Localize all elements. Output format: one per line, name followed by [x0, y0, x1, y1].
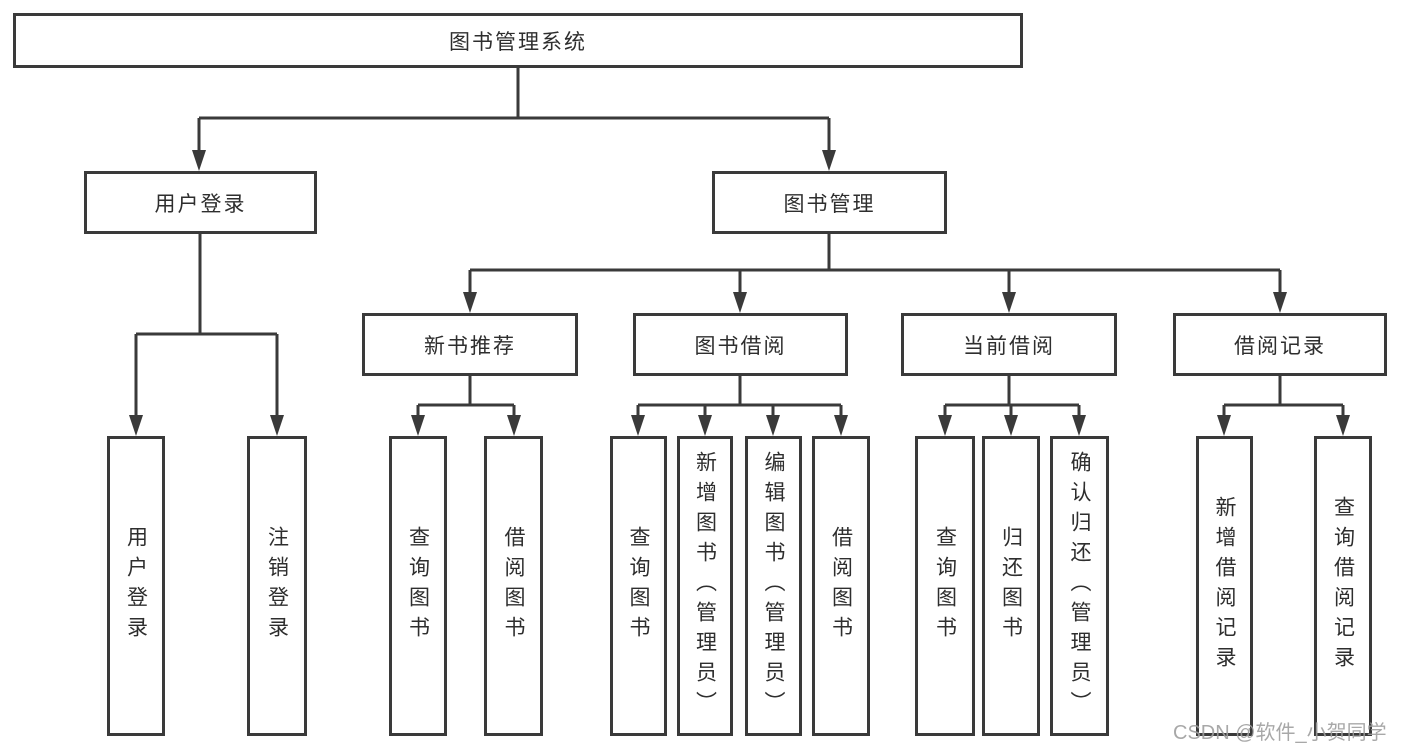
- arrowhead-icon: [192, 150, 206, 171]
- node-root: 图书管理系统: [13, 13, 1023, 68]
- arrowhead-icon: [1273, 292, 1287, 313]
- node-book-borrow: 图书借阅: [633, 313, 848, 376]
- node-borrow-record: 借阅记录: [1173, 313, 1387, 376]
- leaf-borrow-borrow-books-label: 借阅图书: [829, 526, 853, 646]
- arrowhead-icon: [507, 415, 521, 436]
- leaf-borrow-add-books-admin-label: 新增图书（管理员）: [693, 451, 717, 721]
- csdn-watermark: CSDN @软件_小贺同学: [1173, 722, 1387, 744]
- arrowhead-icon: [1217, 415, 1231, 436]
- arrowhead-icon: [938, 415, 952, 436]
- leaf-logout-label: 注销登录: [265, 526, 289, 646]
- leaf-newbook-borrow-books-label: 借阅图书: [502, 526, 525, 646]
- node-new-book-recommend-label: 新书推荐: [424, 334, 516, 358]
- node-new-book-recommend: 新书推荐: [362, 313, 578, 376]
- leaf-borrow-borrow-books: 借阅图书: [812, 436, 870, 736]
- leaf-current-query-books: 查询图书: [915, 436, 975, 736]
- leaf-user-login: 用户登录: [107, 436, 165, 736]
- leaf-current-return-books-label: 归还图书: [999, 526, 1023, 646]
- leaf-borrow-query-books: 查询图书: [610, 436, 667, 736]
- arrowhead-icon: [463, 292, 477, 313]
- arrowhead-icon: [822, 150, 836, 171]
- tree-connector-lines: [134, 68, 1345, 420]
- arrowhead-icon: [1336, 415, 1350, 436]
- node-root-label: 图书管理系统: [449, 30, 587, 54]
- leaf-borrow-edit-books-admin-label: 编辑图书（管理员）: [762, 451, 785, 721]
- arrowhead-icon: [1072, 415, 1086, 436]
- arrowhead-icon: [698, 415, 712, 436]
- arrowhead-icon: [129, 415, 143, 436]
- leaf-record-add-label: 新增借阅记录: [1213, 496, 1236, 676]
- leaf-user-login-label: 用户登录: [124, 526, 148, 646]
- arrowhead-icon: [411, 415, 425, 436]
- leaf-current-confirm-return-admin-label: 确认归还（管理员）: [1068, 451, 1091, 721]
- leaf-record-query: 查询借阅记录: [1314, 436, 1372, 736]
- leaf-borrow-edit-books-admin: 编辑图书（管理员）: [745, 436, 802, 736]
- leaf-borrow-query-books-label: 查询图书: [627, 526, 650, 646]
- arrowhead-icon: [766, 415, 780, 436]
- arrowhead-icon: [1004, 415, 1018, 436]
- node-book-management: 图书管理: [712, 171, 947, 234]
- node-current-borrow: 当前借阅: [901, 313, 1117, 376]
- leaf-borrow-add-books-admin: 新增图书（管理员）: [677, 436, 733, 736]
- leaf-current-confirm-return-admin: 确认归还（管理员）: [1050, 436, 1109, 736]
- node-book-borrow-label: 图书借阅: [694, 334, 787, 358]
- arrowhead-icon: [270, 415, 284, 436]
- arrowhead-icon: [834, 415, 848, 436]
- arrowhead-icon: [733, 292, 747, 313]
- node-user-login: 用户登录: [84, 171, 317, 234]
- leaf-record-add: 新增借阅记录: [1196, 436, 1253, 736]
- leaf-current-return-books: 归还图书: [982, 436, 1040, 736]
- arrowhead-icon: [1002, 292, 1016, 313]
- arrowheads-group: [129, 150, 1350, 436]
- arrowhead-icon: [631, 415, 645, 436]
- leaf-record-query-label: 查询借阅记录: [1331, 496, 1355, 676]
- leaf-current-query-books-label: 查询图书: [933, 526, 957, 646]
- leaf-logout: 注销登录: [247, 436, 307, 736]
- node-user-login-label: 用户登录: [154, 192, 247, 216]
- node-book-management-label: 图书管理: [783, 192, 876, 216]
- node-current-borrow-label: 当前借阅: [963, 334, 1055, 358]
- leaf-newbook-query-books: 查询图书: [389, 436, 447, 736]
- node-borrow-record-label: 借阅记录: [1234, 334, 1326, 358]
- leaf-newbook-borrow-books: 借阅图书: [484, 436, 543, 736]
- leaf-newbook-query-books-label: 查询图书: [406, 526, 430, 646]
